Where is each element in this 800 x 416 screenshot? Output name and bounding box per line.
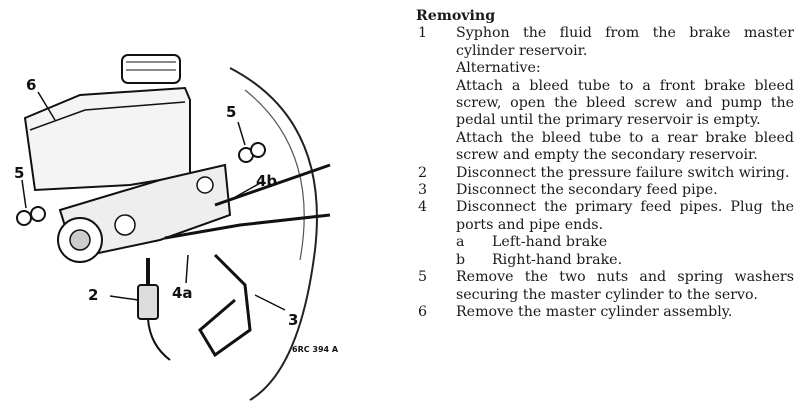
- illustration-svg: 6 5 5 4b 2 4a 3 6RC 394 A: [14, 54, 339, 401]
- step-number: 2: [418, 164, 428, 181]
- step-text: Disconnect the primary feed pipes. Plug …: [456, 199, 794, 233]
- step-number: 3: [418, 182, 428, 199]
- reservoir-cap: [121, 54, 181, 84]
- step-body: Remove the master cylinder assembly.: [456, 304, 794, 321]
- sub-text: Left-hand brake: [492, 234, 608, 251]
- step-body: Remove the two nuts and spring washers s…: [456, 269, 794, 304]
- step-number: 4: [418, 199, 428, 216]
- step-5: 5 Remove the two nuts and spring washers…: [414, 269, 794, 304]
- step-6: 6 Remove the master cylinder assembly.: [414, 304, 794, 321]
- figure-reference: 6RC 394 A: [292, 345, 339, 354]
- sub-item-b: b Right-hand brake.: [456, 252, 794, 269]
- section-heading: Removing: [416, 8, 496, 24]
- callout-2: 2: [88, 286, 98, 304]
- step-4: 4 Disconnect the primary feed pipes. Plu…: [414, 199, 794, 269]
- step-text: Syphon the fluid from the brake master c…: [456, 25, 794, 59]
- primary-feed-pipe: [164, 213, 331, 240]
- sub-letter: b: [456, 251, 466, 268]
- leader-line: [237, 121, 246, 146]
- cylinder-port: [69, 229, 91, 251]
- step-number: 1: [418, 25, 428, 42]
- step-text: Attach a bleed tube to a front brake ble…: [456, 77, 794, 129]
- callout-6: 6: [26, 76, 36, 94]
- step-body: Disconnect the secondary feed pipe.: [456, 182, 794, 199]
- step-text: Remove the master cylinder assembly.: [456, 303, 733, 320]
- step-number: 6: [418, 303, 428, 320]
- reservoir: [23, 86, 191, 192]
- step-number: 5: [418, 269, 428, 286]
- sub-letter: a: [456, 234, 465, 251]
- callout-4b: 4b: [256, 172, 277, 190]
- servo-outline: [229, 67, 318, 401]
- washer: [30, 206, 46, 222]
- callout-5-left: 5: [14, 164, 24, 182]
- master-cylinder-illustration: 6 5 5 4b 2 4a 3 6RC 394 A: [14, 54, 339, 401]
- step-text: Disconnect the secondary feed pipe.: [456, 182, 718, 199]
- leader-line: [37, 91, 56, 121]
- step-body: Disconnect the primary feed pipes. Plug …: [456, 199, 794, 269]
- nut: [16, 210, 32, 226]
- instructions: Removing 1 Syphon the fluid from the bra…: [414, 8, 794, 321]
- leader-line: [109, 295, 139, 301]
- washer: [250, 142, 266, 158]
- step-3: 3 Disconnect the secondary feed pipe.: [414, 182, 794, 199]
- switch-wiring: [147, 318, 171, 361]
- step-body: Disconnect the pressure failure switch w…: [456, 165, 794, 182]
- step-2: 2 Disconnect the pressure failure switch…: [414, 165, 794, 182]
- servo-rib: [244, 89, 305, 261]
- port-fitting: [196, 176, 214, 194]
- primary-feed-pipe-b: [198, 253, 252, 358]
- callout-5-right: 5: [226, 103, 236, 121]
- leader-line: [185, 254, 189, 284]
- leader-line: [254, 294, 286, 311]
- step-text: Remove the two nuts and spring washers s…: [456, 269, 794, 303]
- port-fitting: [114, 214, 136, 236]
- sub-item-a: a Left-hand brake: [456, 234, 794, 251]
- step-1: 1 Syphon the fluid from the brake master…: [414, 25, 794, 164]
- callout-3: 3: [288, 311, 298, 329]
- step-body: Syphon the fluid from the brake master c…: [456, 25, 794, 164]
- pressure-failure-switch: [137, 284, 159, 320]
- callout-4a: 4a: [172, 284, 193, 302]
- sub-text: Right-hand brake.: [492, 251, 623, 268]
- leader-line: [21, 179, 27, 209]
- leader-line: [229, 181, 263, 201]
- step-text: Attach the bleed tube to a rear brake bl…: [456, 129, 794, 164]
- step-text: Alternative:: [456, 60, 541, 77]
- reservoir-lid-edge: [29, 101, 186, 131]
- step-text: Disconnect the pressure failure switch w…: [456, 164, 790, 181]
